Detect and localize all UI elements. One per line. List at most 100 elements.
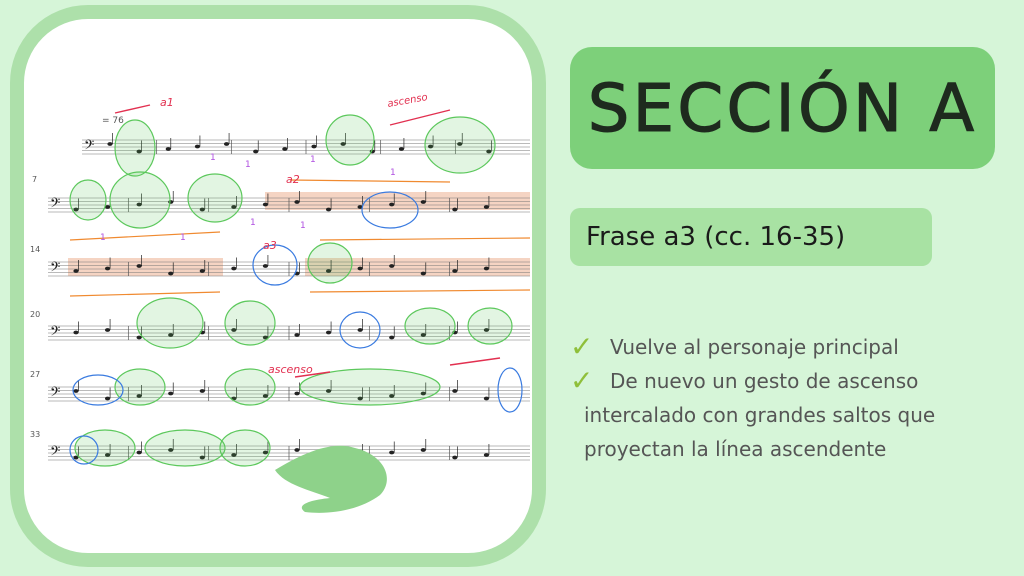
note-head (199, 389, 205, 393)
note-head (104, 328, 111, 332)
fingering-number: 1 (300, 221, 306, 231)
note-head (457, 142, 463, 146)
bass-clef-icon: 𝄢 (50, 443, 60, 462)
green-annotation-circle (74, 429, 136, 467)
note-head (262, 450, 269, 455)
note-head (483, 328, 490, 332)
bass-clef-icon: 𝄢 (50, 384, 60, 403)
green-annotation-circle (307, 242, 353, 284)
note-head (427, 144, 434, 149)
orange-annotation-line (309, 289, 531, 293)
note-head (420, 391, 426, 396)
blue-annotation-circle (361, 191, 419, 229)
note-head (262, 335, 269, 340)
note-head (294, 448, 300, 452)
note-head (136, 264, 142, 268)
note-head (165, 147, 171, 151)
note-head (107, 142, 113, 146)
green-annotation-circle (299, 368, 441, 406)
note-head (262, 264, 269, 268)
note-head (340, 142, 346, 146)
note-head (282, 147, 288, 151)
measure-number: 20 (30, 310, 40, 319)
note-head (136, 149, 142, 154)
note-head (389, 335, 395, 340)
green-annotation-circle (424, 116, 496, 174)
title-box: SECCIÓN A (570, 47, 995, 169)
bullet-list: ✓Vuelve al personaje principal ✓De nuevo… (570, 330, 1010, 466)
bullet-continuation: intercalado con grandes saltos que (584, 403, 936, 427)
note-head (357, 396, 363, 401)
measure-number: 33 (30, 430, 40, 439)
green-annotation-circle (144, 429, 226, 467)
orange-annotation-line (319, 237, 531, 241)
measure-number: 14 (30, 245, 40, 254)
pointing-hand-icon (275, 445, 387, 513)
note-head (420, 333, 426, 337)
note-head (389, 450, 395, 455)
check-icon: ✓ (570, 330, 594, 363)
green-annotation-circle (224, 368, 276, 406)
fingering-number: 1 (180, 233, 186, 243)
note-head (136, 202, 142, 207)
annotation-ascenso: ascenso (387, 92, 429, 110)
note-head (253, 149, 259, 154)
tempo-marking: = 76 (102, 116, 124, 126)
note-head (398, 147, 405, 151)
green-annotation-circle (219, 429, 271, 467)
note-head (325, 389, 332, 393)
blue-annotation-circle (69, 435, 99, 465)
annotation-a3: a3 (263, 239, 277, 252)
note-head (294, 200, 300, 204)
note-head (325, 269, 332, 273)
bullet-continuation: proyectan la línea ascendente (584, 437, 887, 461)
note-head (104, 453, 111, 457)
bass-clef-icon: 𝄢 (50, 323, 60, 342)
blue-annotation-circle (252, 244, 298, 286)
bass-clef-icon: 𝄢 (50, 195, 60, 214)
green-annotation-circle (136, 297, 204, 349)
note-head (231, 266, 237, 271)
note-head (262, 394, 269, 398)
highlight-band (305, 258, 530, 276)
highlight-band (68, 258, 223, 276)
note-head (483, 396, 490, 401)
note-head (262, 202, 269, 207)
note-head (199, 207, 205, 212)
fingering-number: 1 (310, 155, 316, 165)
fingering-number: 1 (210, 153, 216, 163)
note-head (168, 271, 174, 276)
annotation-a2: a2 (286, 173, 300, 186)
note-head (136, 394, 142, 398)
annotation-ascenso: ascenso (268, 363, 313, 376)
note-head (194, 144, 201, 149)
green-annotation-circle (69, 179, 107, 221)
note-head (452, 389, 458, 393)
blue-annotation-circle (497, 367, 523, 413)
note-head (136, 335, 142, 340)
green-annotation-circle (114, 119, 156, 177)
note-head (325, 330, 332, 335)
note-head (73, 389, 79, 393)
annotation-a1: a1 (160, 96, 174, 109)
highlight-band (265, 192, 530, 210)
measure-number: 7 (32, 175, 37, 184)
note-head (486, 149, 492, 154)
note-head (73, 455, 79, 460)
bass-clef-icon: 𝄢 (84, 137, 94, 156)
red-annotation-line (389, 109, 451, 126)
note-head (294, 391, 300, 396)
check-icon: ✓ (570, 364, 594, 397)
note-head (420, 448, 426, 452)
bullet-item: ✓De nuevo un gesto de ascenso (570, 364, 1010, 398)
note-head (325, 207, 332, 212)
orange-annotation-line (289, 179, 451, 183)
green-annotation-circle (404, 307, 456, 345)
note-head (357, 328, 363, 332)
note-head (136, 450, 142, 455)
subtitle-box: Frase a3 (cc. 16-35) (570, 208, 932, 266)
note-head (452, 207, 458, 212)
note-head (104, 396, 111, 401)
